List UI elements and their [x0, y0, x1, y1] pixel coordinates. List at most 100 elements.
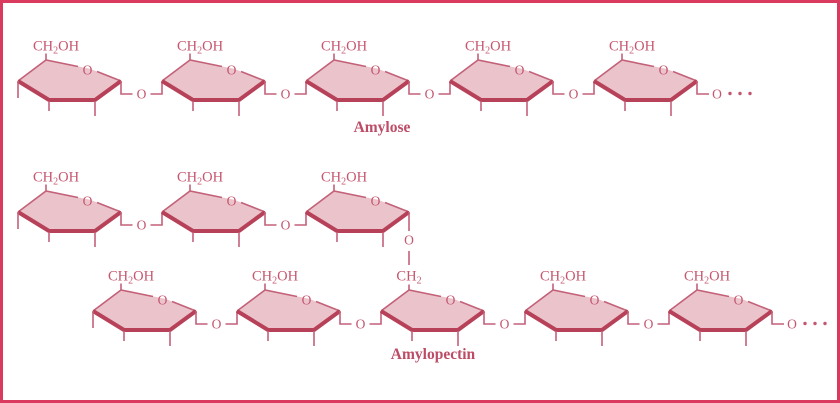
ring-oxygen-label: O [446, 293, 456, 308]
ring-fill [306, 60, 409, 100]
ch2oh-label: CH2OH [609, 39, 656, 57]
ring-lower-edges [592, 79, 699, 102]
ring-lower-edges [448, 79, 555, 102]
dot [823, 321, 827, 326]
glycosidic-bond [483, 311, 496, 325]
glycosidic-oxygen-label: O [425, 87, 435, 102]
ring-fill [18, 60, 121, 100]
ch2oh-label: CH2OH [540, 269, 587, 287]
ring-fill [93, 290, 196, 330]
ch2oh-label: CH2OH [33, 170, 80, 188]
glycosidic-bond [582, 81, 595, 95]
ring-lower-edges [16, 210, 123, 233]
ring-oxygen-label: O [590, 293, 600, 308]
glycosidic-bond [120, 212, 133, 226]
ch2oh-label: CH2OH [321, 170, 368, 188]
ch2oh-label: CH2OH [252, 269, 299, 287]
glycosidic-bond [657, 311, 670, 325]
glycosidic-bond [627, 311, 640, 325]
glycosidic-bond [195, 311, 208, 325]
ring-fill [525, 290, 628, 330]
ch2oh-label: CH2OH [108, 269, 155, 287]
ring-oxygen-label: O [158, 293, 168, 308]
chain-continuation-dots [728, 91, 752, 96]
ring-lower-edges [235, 309, 342, 332]
ring-lower-edges [304, 210, 411, 233]
ring-fill [162, 191, 265, 231]
glycosidic-oxygen-label: O [356, 317, 366, 332]
generated-structures: OCH2OHOOCH2OHOOCH2OHOOCH2OHOOCH2OHOOCH2O… [16, 39, 827, 346]
glycosidic-oxygen-label: O [500, 317, 510, 332]
ring-oxygen-label: O [734, 293, 744, 308]
glycosidic-oxygen-label: O [137, 87, 147, 102]
ring-oxygen-label: O [83, 63, 93, 78]
ring-fill [306, 191, 409, 231]
chain-continuation-dots [803, 321, 827, 326]
ring-oxygen-label: O [371, 63, 381, 78]
ch2oh-label: CH2OH [177, 170, 224, 188]
glycosidic-bond [264, 81, 277, 95]
ch2-label: CH2 [396, 269, 421, 287]
ring-oxygen-label: O [659, 63, 669, 78]
glycosidic-bond [120, 81, 133, 95]
ch2oh-label: CH2OH [177, 39, 224, 57]
glycosidic-bond [339, 311, 352, 325]
dot [748, 91, 752, 96]
glycosidic-oxygen-label: O [281, 87, 291, 102]
glycosidic-bond [294, 81, 307, 95]
ch2oh-label: CH2OH [321, 39, 368, 57]
ring-fill [237, 290, 340, 330]
ring-oxygen-label: O [302, 293, 312, 308]
amylopectin-caption: Amylopectin [391, 346, 476, 363]
ring-lower-edges [160, 79, 267, 102]
dot [728, 91, 732, 96]
glycosidic-bond [369, 311, 382, 325]
ring-lower-edges [16, 79, 123, 102]
branch-oxygen-label: O [404, 233, 414, 248]
glycosidic-bond [513, 311, 526, 325]
ring-lower-edges [304, 79, 411, 102]
glycosidic-oxygen-label: O [212, 317, 222, 332]
starch-structure-diagram: OCH2OHOOCH2OHOOCH2OHOOCH2OHOOCH2OHOOCH2O… [16, 39, 827, 363]
terminal-oxygen-label: O [787, 317, 797, 332]
branch-linkage: O [404, 212, 414, 265]
ring-oxygen-label: O [227, 194, 237, 209]
ch2oh-label: CH2OH [33, 39, 80, 57]
ring-oxygen-label: O [227, 63, 237, 78]
ring-lower-edges [91, 309, 198, 332]
dot [813, 321, 817, 326]
ring-lower-edges [667, 309, 774, 332]
ring-oxygen-label: O [371, 194, 381, 209]
ring-lower-edges [160, 210, 267, 233]
ring-fill [18, 191, 121, 231]
amylose-caption: Amylose [354, 119, 411, 136]
dot [803, 321, 807, 326]
ring-fill [594, 60, 697, 100]
glycosidic-bond [408, 81, 421, 95]
ch2oh-label: CH2OH [684, 269, 731, 287]
ring-fill [669, 290, 772, 330]
glycosidic-bond [264, 212, 277, 226]
glucose-ring: O CH2 [379, 269, 486, 346]
terminal-oxygen-label: O [712, 87, 722, 102]
glycosidic-bond [150, 212, 163, 226]
glycosidic-oxygen-label: O [137, 218, 147, 233]
glycosidic-oxygen-label: O [644, 317, 654, 332]
dot [738, 91, 742, 96]
